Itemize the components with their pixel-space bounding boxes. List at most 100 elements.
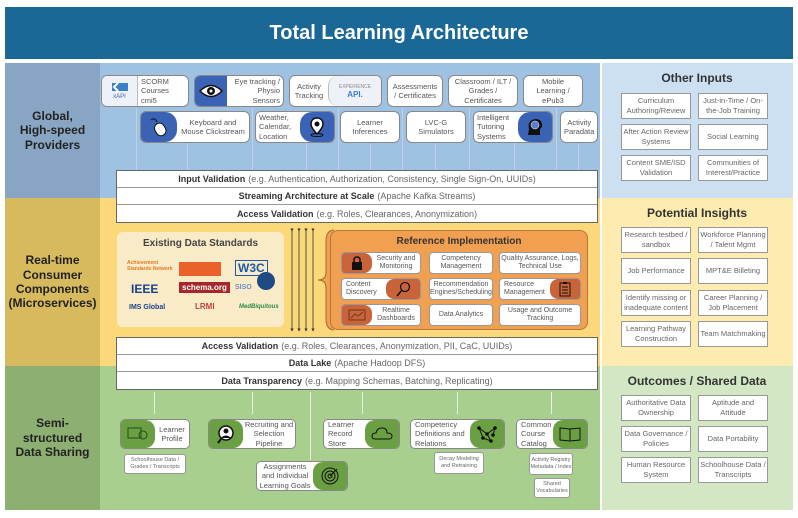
provider-label: Classroom / ILT / Grades / Certificates: [454, 76, 512, 105]
provider-eye-tracking[interactable]: Eye tracking / Physio Sensors: [194, 75, 284, 107]
ref-recommendation-engines[interactable]: Recommendation Engines/Scheduling: [429, 278, 493, 300]
provider-label: Eye tracking / Physio Sensors: [234, 76, 280, 105]
sub-schoolhouse-data: Schoolhouse Data / Grades / Transcripts: [124, 454, 186, 474]
logo-adl: [257, 272, 275, 290]
lock-icon: [342, 253, 372, 273]
provider-label: Keyboard and Mouse Clickstream: [181, 117, 245, 136]
provider-weather-location[interactable]: Weather, Calendar, Location: [255, 111, 335, 143]
sharing-recruiting-pipeline[interactable]: Recruiting and Selection Pipeline: [208, 419, 296, 449]
mouse-icon: [141, 112, 177, 142]
sub-shared-vocabularies: Shared Vocabularies: [534, 478, 570, 498]
provider-label: SCORM Courses cmi5: [141, 76, 169, 105]
outcome-item: Authoritative Data Ownership: [621, 395, 691, 421]
layer-data-lake: Data Lake(Apache Hadoop DFS): [117, 355, 597, 372]
provider-label: Intelligent Tutoring Systems: [477, 112, 510, 141]
logo-medbiquitous: MedBiquitous: [239, 304, 279, 310]
other-input-item: Just-in-Time / On-the-Job Training: [698, 93, 768, 119]
outcome-item: Data Portability: [698, 426, 768, 452]
insight-item: MPT&E Billeting: [698, 258, 768, 284]
logo-asn: Achievement Standards Network: [127, 260, 173, 272]
provider-learner-inferences[interactable]: Learner Inferences: [340, 111, 400, 143]
provider-label: LVC-G Simulators: [418, 117, 454, 136]
xapi-cmi5-logo-icon: xAPI: [102, 76, 138, 106]
other-input-item: After Action Review Systems: [621, 124, 691, 150]
provider-label: Weather, Calendar, Location: [259, 112, 292, 141]
provider-label: Mobile Learning / ePub3: [536, 76, 570, 105]
logo-dublin-core: [179, 262, 221, 276]
other-input-item: Content SME/ISD Validation: [621, 155, 691, 181]
bidirectional-arrows: [290, 228, 315, 332]
sharing-learner-profile[interactable]: Learner Profile: [120, 419, 190, 449]
ref-data-analytics[interactable]: Data Analytics: [429, 304, 493, 326]
clipboard-icon: [550, 279, 580, 299]
provider-label: Activity Paradata: [564, 117, 595, 136]
logo-lrmi: LRMI: [195, 302, 215, 311]
cloud-icon: [365, 420, 399, 448]
ref-quality-assurance[interactable]: Quality Assurance, Logs, Technical Use: [499, 252, 581, 274]
location-pin-icon: [300, 112, 334, 142]
provider-keyboard-mouse[interactable]: Keyboard and Mouse Clickstream: [140, 111, 250, 143]
insight-item: Team Matchmaking: [698, 321, 768, 347]
band-label-global: Global, High-speed Providers: [5, 63, 100, 198]
provider-tutoring-systems[interactable]: Intelligent Tutoring Systems: [473, 111, 553, 143]
provider-scorm-cmi5[interactable]: xAPI SCORM Courses cmi5: [101, 75, 189, 107]
outcome-item: Aptitude and Attitude: [698, 395, 768, 421]
ref-competency-management[interactable]: Competency Management: [429, 252, 493, 274]
logo-schema-org: schema.org: [179, 282, 230, 293]
other-inputs-title: Other Inputs: [661, 71, 733, 85]
top-layers: Input Validation(e.g. Authentication, Au…: [116, 170, 598, 223]
provider-mobile-learning[interactable]: Mobile Learning / ePub3: [523, 75, 583, 107]
provider-label: Assessments / Certificates: [392, 81, 438, 100]
brain-head-icon: [518, 112, 552, 142]
provider-assessments[interactable]: Assessments / Certificates: [387, 75, 443, 107]
ref-resource-management[interactable]: Resource Management: [499, 278, 581, 300]
sub-decay-modeling: Decay Modeling and Retraining: [434, 452, 484, 474]
potential-insights-title: Potential Insights: [646, 206, 747, 220]
logo-ieee: IEEE: [131, 282, 159, 296]
sharing-common-course-catalog[interactable]: Common Course Catalog: [516, 419, 588, 449]
standards-title: Existing Data Standards: [142, 238, 259, 249]
magnifier-icon: [386, 279, 420, 299]
dashboard-icon: [342, 305, 372, 325]
ref-security[interactable]: Security and Monitoring: [341, 252, 421, 274]
layer-streaming: Streaming Architecture at Scale(Apache K…: [117, 188, 597, 205]
other-input-item: Communities of Interest/Practice: [698, 155, 768, 181]
provider-activity-paradata[interactable]: Activity Paradata: [560, 111, 598, 143]
outcome-item: Schoolhouse Data / Transcripts: [698, 457, 768, 483]
provider-label: Activity Tracking: [294, 81, 324, 100]
insight-item: Research testbed / sandbox: [621, 227, 691, 253]
insight-item: Learning Pathway Construction: [621, 321, 691, 347]
band-label-realtime: Real-time Consumer Components (Microserv…: [5, 198, 100, 366]
ref-realtime-dashboards[interactable]: Realtime Dashboards: [341, 304, 421, 326]
band-label-sharing: Semi-structured Data Sharing: [5, 366, 100, 510]
insight-item: Workforce Planning / Talent Mgmt: [698, 227, 768, 253]
insight-item: Identify missing or inadequate content: [621, 290, 691, 316]
page-title: Total Learning Architecture: [5, 7, 793, 59]
layer-input-validation: Input Validation(e.g. Authentication, Au…: [117, 171, 597, 188]
sharing-competency-definitions[interactable]: Competency Definitions and Relations: [410, 419, 505, 449]
target-icon: [313, 462, 347, 490]
provider-lvc-g[interactable]: LVC-G Simulators: [406, 111, 466, 143]
outcome-item: Data Governance / Policies: [621, 426, 691, 452]
network-graph-icon: [470, 420, 504, 448]
insight-item: Job Performance: [621, 258, 691, 284]
ref-usage-outcome-tracking[interactable]: Usage and Outcome Tracking: [499, 304, 581, 326]
sharing-assignments-goals[interactable]: Assignments and Individual Learning Goal…: [256, 461, 348, 491]
provider-classroom[interactable]: Classroom / ILT / Grades / Certificates: [448, 75, 518, 107]
book-icon: [553, 420, 587, 448]
sharing-learner-record-store[interactable]: Learner Record Store: [323, 419, 400, 449]
certificate-screen-icon: [121, 420, 155, 448]
layer-access-validation: Access Validation(e.g. Roles, Clearances…: [236, 208, 478, 219]
reference-title: Reference Implementation: [396, 236, 522, 247]
insight-item: Career Planning / Job Placement: [698, 290, 768, 316]
logo-w3c: W3C: [235, 260, 268, 276]
ref-content-discovery[interactable]: Content Discovery: [341, 278, 421, 300]
logo-ims-global: IMS Global: [129, 304, 166, 311]
other-input-item: Curriculum Authoring/Review: [621, 93, 691, 119]
layer-data-transparency: Data Transparency(e.g. Mapping Schemas, …: [221, 375, 493, 386]
logo-siso: SISO: [235, 284, 252, 291]
provider-label: Learner Inferences: [352, 117, 388, 136]
bottom-layers: Access Validation(e.g. Roles, Clearances…: [116, 337, 598, 390]
